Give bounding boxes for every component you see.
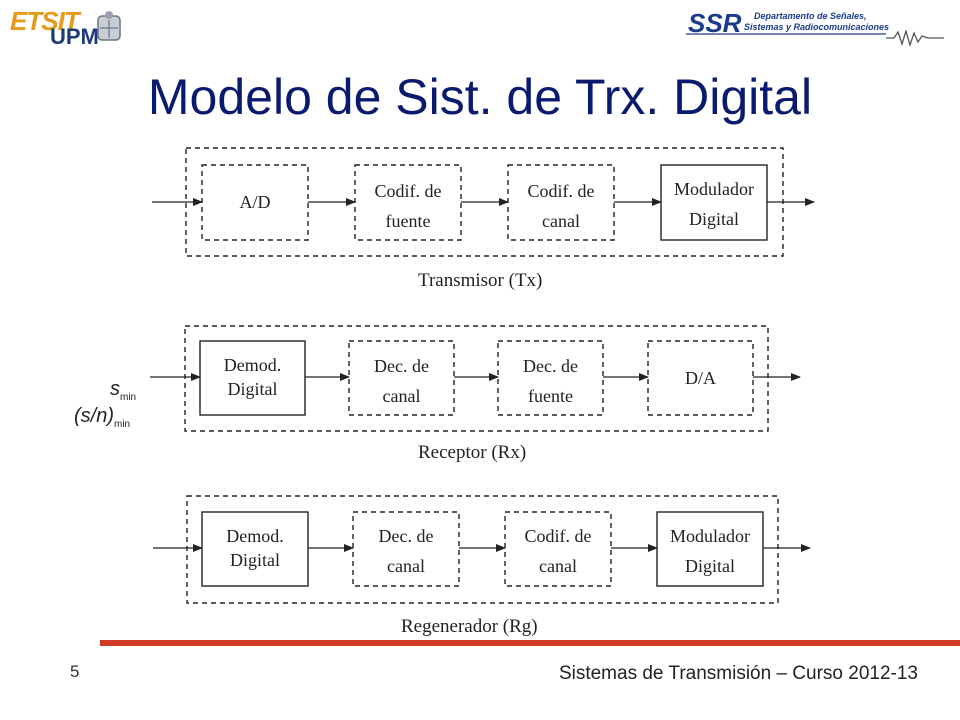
etsit-logo: ETSIT [10,6,80,36]
receiver-enclosure [184,325,769,432]
tx-modulator-line1: Modulador [674,179,754,199]
rg-demodulator-line2: Digital [230,550,280,570]
rx-demodulator-line2: Digital [227,379,278,399]
rg-modulator-label: Modulador Digital [657,521,763,581]
regenerator-label: Regenerador (Rg) [401,616,538,637]
rx-da-label: D/A [648,366,753,390]
rx-da-text: D/A [685,368,716,388]
rx-demodulator-label: Demod. Digital [200,353,305,401]
rg-modulator-line1: Modulador [670,526,750,546]
tx-source-coder-label: Codif. de fuente [355,176,461,236]
rg-channel-decoder-line2: canal [387,556,425,576]
rx-channel-decoder-line1: Dec. de [374,356,429,376]
tx-modulator-label: Modulador Digital [661,174,767,234]
university-crest-icon [97,11,121,41]
footer-accent-bar [100,640,960,646]
s-min-subscript: min [120,392,137,403]
rx-source-decoder-line2: fuente [528,386,573,406]
regenerator-diagram [153,495,811,604]
ssr-logo: SSR [688,8,742,38]
tx-channel-coder-label: Codif. de canal [508,176,614,236]
rg-channel-coder-label: Codif. de canal [505,521,611,581]
transmitter-label: Transmisor (Tx) [418,270,543,291]
tx-source-coder-line2: fuente [385,211,431,231]
department-name-line1: Departamento de Señales, [754,11,867,21]
transmitter-diagram [152,147,815,257]
rx-source-decoder-label: Dec. de fuente [498,351,603,411]
rg-channel-decoder-label: Dec. de canal [353,521,459,581]
s-min-symbol: smin [110,378,136,403]
receiver-label: Receptor (Rx) [418,442,527,463]
rg-modulator-line2: Digital [685,556,735,576]
regenerator-enclosure [186,495,779,604]
snr-symbol: (s/n) [74,405,114,427]
page-number: 5 [70,662,80,681]
tx-channel-coder-line2: canal [542,211,580,231]
rg-demodulator-line1: Demod. [226,526,284,546]
tx-block-ad-label: A/D [202,190,308,214]
department-name-line2: Sistemas y Radiocomunicaciones [744,22,890,32]
tx-source-coder-line1: Codif. de [374,181,442,201]
tx-modulator-line2: Digital [689,209,739,229]
footer-course-text: Sistemas de Transmisión – Curso 2012-13 [558,663,918,684]
rx-channel-decoder-line2: canal [382,386,421,406]
snr-min-symbol: (s/n)min [74,405,130,430]
tx-channel-coder-line1: Codif. de [527,181,595,201]
rg-channel-coder-line1: Codif. de [524,526,592,546]
rx-demodulator-line1: Demod. [223,355,282,375]
tx-ad-text: A/D [239,192,271,212]
slide-title: Modelo de Sist. de Trx. Digital [147,69,813,125]
snr-min-subscript: min [114,419,131,430]
rx-channel-decoder-label: Dec. de canal [349,351,454,411]
rg-channel-coder-line2: canal [539,556,577,576]
receiver-diagram [150,325,801,432]
rg-demodulator-label: Demod. Digital [202,524,308,572]
s-symbol: s [110,378,120,400]
rg-channel-decoder-line1: Dec. de [378,526,434,546]
rx-source-decoder-line1: Dec. de [523,356,578,376]
upm-logo: UPM [50,24,99,49]
ssr-signal-wave-icon [686,30,944,46]
